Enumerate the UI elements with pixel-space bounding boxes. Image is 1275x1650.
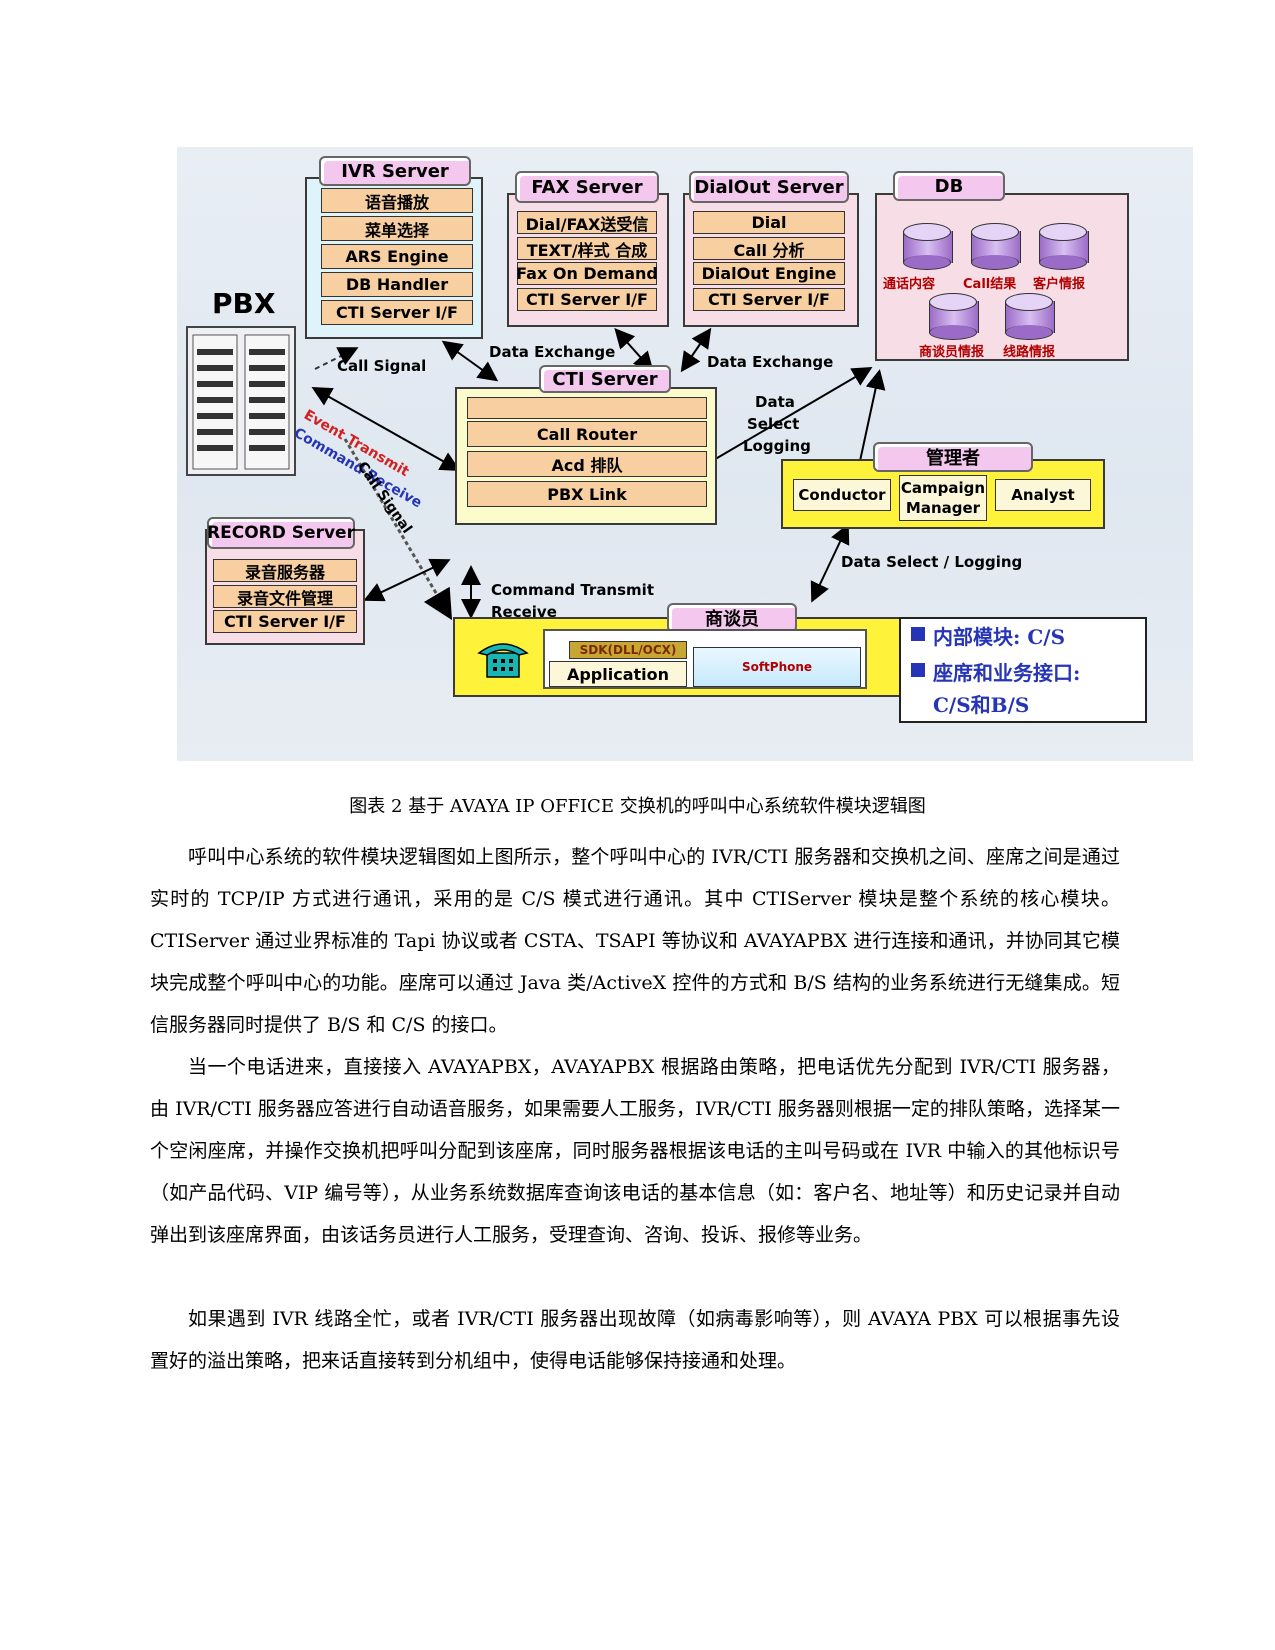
record-item: 录音文件管理 — [213, 585, 357, 608]
fax-item: Fax On Demand — [516, 262, 658, 285]
data-exchange-label: Data Exchange — [489, 343, 616, 361]
data-label: Data — [755, 393, 795, 411]
fax-item: Dial/FAX送受信 — [517, 211, 657, 234]
data-select-logging-label: Data Select / Logging — [841, 553, 1023, 571]
db-panel — [875, 193, 1129, 361]
manager-title: 管理者 — [873, 442, 1033, 472]
record-server-title: RECORD Server — [207, 517, 355, 549]
legend-item: 内部模块: C/S — [933, 625, 1066, 649]
db-cylinder-icon — [929, 293, 979, 340]
db-label: 线路情报 — [1003, 345, 1056, 360]
cti-item: Acd 排队 — [467, 451, 707, 477]
ivr-item: DB Handler — [321, 272, 473, 297]
pbx-cti-line — [311, 387, 461, 471]
db-label: 商谈员情报 — [919, 345, 985, 360]
phone-icon — [477, 643, 529, 678]
cti-db-line — [711, 366, 873, 462]
record-item: CTI Server I/F — [213, 610, 357, 633]
ivr-item: CTI Server I/F — [321, 300, 473, 325]
dialout-cti-line — [680, 327, 712, 373]
call-signal-label: Call Signal — [337, 357, 427, 375]
db-label: 通话内容 — [883, 277, 936, 292]
db-title: DB — [893, 171, 1005, 201]
campaign-label: Campaign — [900, 479, 986, 497]
architecture-diagram: PBX IVR Server 语音播放 菜单选择 ARS Engine DB H… — [177, 147, 1193, 761]
command-transmit-label: Command Transmit — [491, 581, 654, 599]
ivr-item: ARS Engine — [321, 244, 473, 269]
dialout-item: DialOut Engine — [693, 262, 845, 285]
fax-server-title: FAX Server — [515, 171, 659, 203]
cti-empty-row — [467, 397, 707, 419]
ivr-item: 语音播放 — [321, 188, 473, 213]
legend-bullet-icon — [911, 627, 925, 641]
campaign-manager-box: Campaign Manager — [899, 475, 987, 521]
softphone-box: SoftPhone — [693, 647, 861, 687]
legend-item: C/S和B/S — [933, 693, 1030, 717]
pbx-label: PBX — [212, 287, 276, 320]
body-paragraph: 如果遇到 IVR 线路全忙，或者 IVR/CTI 服务器出现故障（如病毒影响等）… — [150, 1308, 1120, 1372]
db-cylinder-icon — [903, 223, 953, 270]
legend-item: 座席和业务接口: — [933, 661, 1081, 685]
body-paragraph: 呼叫中心系统的软件模块逻辑图如上图所示，整个呼叫中心的 IVR/CTI 服务器和… — [150, 846, 1120, 1036]
fax-cti-line — [614, 328, 654, 372]
db-label: Call结果 — [963, 277, 1017, 292]
db-label: 客户情报 — [1033, 277, 1086, 292]
db-cylinder-icon — [971, 223, 1021, 270]
record-item: 录音服务器 — [213, 559, 357, 582]
receive-label: Receive — [491, 603, 557, 621]
dialout-item: CTI Server I/F — [693, 288, 845, 311]
db-cylinder-icon — [1039, 223, 1089, 270]
db-cylinder-icon — [1005, 293, 1055, 340]
manager-label: Manager — [905, 499, 981, 517]
select-label: Select — [747, 415, 800, 433]
legend-box — [899, 617, 1147, 723]
fax-item: TEXT/样式 合成 — [517, 237, 657, 260]
logging-label: Logging — [743, 437, 811, 455]
manager-agent-line — [810, 523, 850, 603]
application-box: Application — [549, 661, 687, 687]
ivr-item: 菜单选择 — [321, 216, 473, 241]
body-paragraph: 当一个电话进来，直接接入 AVAYAPBX，AVAYAPBX 根据路由策略，把电… — [150, 1056, 1120, 1246]
sdk-box: SDK(DLL/OCX) — [569, 641, 687, 659]
pbx-server-icon — [186, 326, 296, 476]
ivr-cti-line — [441, 340, 499, 382]
fax-item: CTI Server I/F — [517, 288, 657, 311]
cti-item: PBX Link — [467, 481, 707, 507]
analyst-box: Analyst — [995, 479, 1091, 511]
dialout-server-title: DialOut Server — [689, 171, 849, 203]
dialout-item: Dial — [693, 211, 845, 234]
legend-bullet-icon — [911, 663, 925, 677]
dialout-item: Call 分析 — [693, 237, 845, 260]
ivr-server-title: IVR Server — [319, 156, 471, 186]
pbx-ivr-dashed-line — [314, 347, 359, 370]
data-exchange-label: Data Exchange — [707, 353, 834, 371]
conductor-box: Conductor — [793, 479, 891, 511]
figure-caption: 图表 2 基于 AVAYA IP OFFICE 交换机的呼叫中心系统软件模块逻辑… — [349, 796, 926, 817]
manager-db-line — [856, 369, 886, 476]
connection-lines — [311, 327, 886, 621]
record-agent-line — [363, 558, 451, 602]
agent-title: 商谈员 — [667, 603, 797, 633]
cti-item: Call Router — [467, 421, 707, 447]
cti-server-title: CTI Server — [539, 365, 671, 393]
